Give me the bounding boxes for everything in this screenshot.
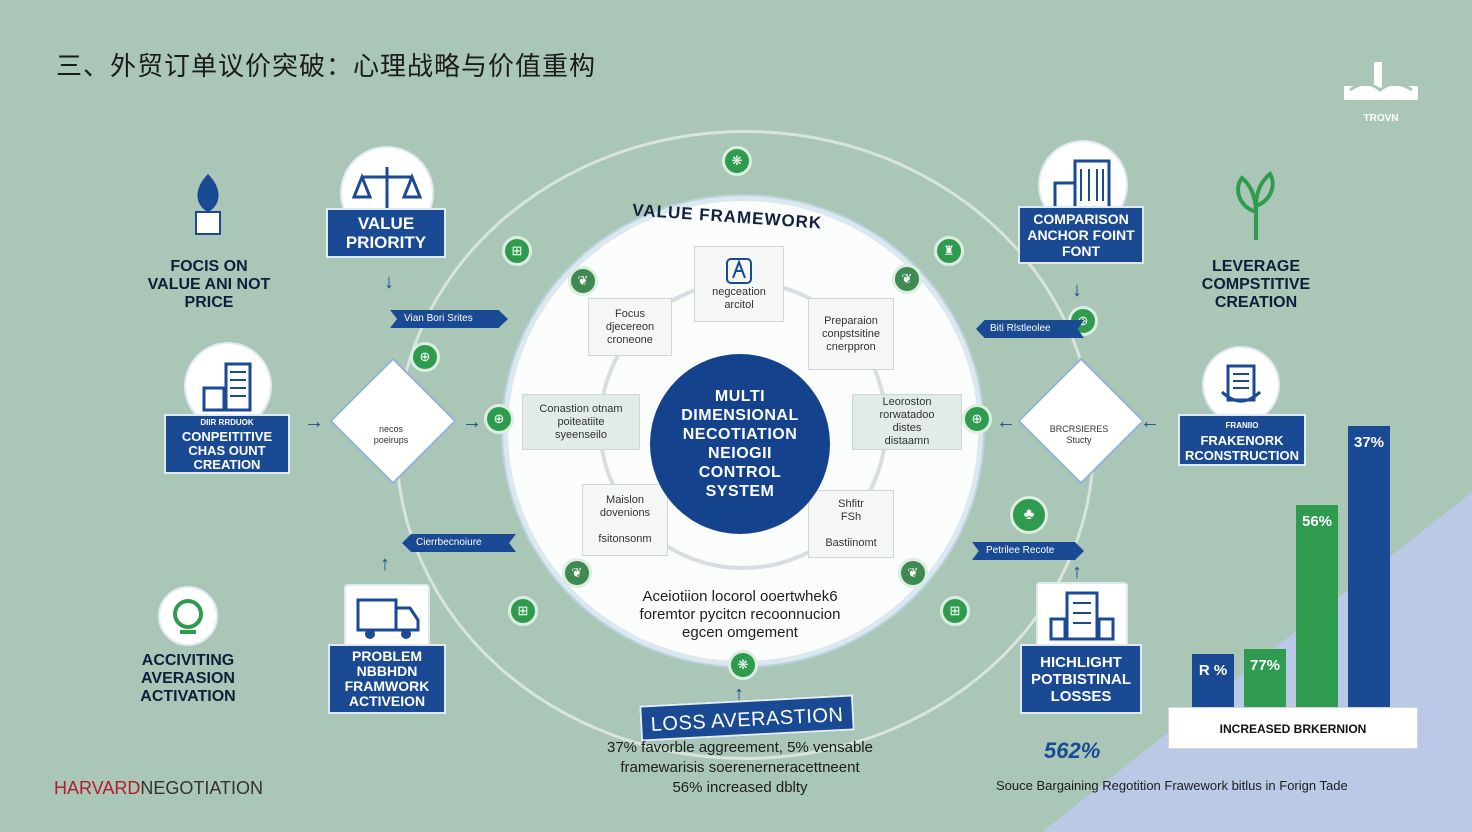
value-tag: Vian Bori Srites (390, 310, 508, 328)
core-system: MULTI DIMENSIONAL NECOTIATION NEIOGII CO… (650, 354, 830, 534)
head-svg (173, 599, 203, 634)
cycle-node-icon: ⊞ (508, 596, 538, 626)
cycle-node-icon: ⊕ (484, 404, 514, 434)
big-stat: 562% (1044, 738, 1101, 763)
framework-reconstruction-box: FRANIIO FRAKENORK RCONSTRUCTION (1178, 414, 1306, 466)
cycle-node-icon: ⊞ (502, 236, 532, 266)
left-arrow-icon: ← (1140, 411, 1160, 433)
plant-icon (184, 168, 232, 238)
leaf-icon: ❦ (568, 266, 598, 296)
bar-label-1: 77% (1249, 657, 1281, 675)
building-svg (202, 362, 252, 412)
right-arrow-icon: → (304, 411, 324, 433)
competitive-small-label: DIIR RRDUOK (200, 418, 254, 427)
handshake-logo: TROVN (1336, 60, 1426, 126)
inner-card-maislon: Maislon dovenions fsitonsonm (582, 484, 668, 556)
bar-label-2: 56% (1301, 513, 1333, 531)
bar-1 (1244, 649, 1286, 707)
leaf-icon: ❦ (892, 264, 922, 294)
inner-card-negotiation: negceation arcitol (694, 246, 784, 322)
inner-card-preparation: Preparaion conpstsitine cnerppron (808, 298, 894, 370)
value-priority-box: VALUE PRIORITY (326, 208, 446, 258)
circle-caption: Aceiotiion locorol ooertwhek6 foremtor p… (639, 588, 841, 641)
diamond-label-right: BRCRSIERES Stucty (1049, 424, 1109, 445)
bar-0 (1192, 654, 1234, 707)
activating-aversion-label: ACCIVITING AVERASION ACTIVATION (140, 652, 236, 705)
head-mind-icon (158, 586, 218, 646)
compass-icon (726, 258, 752, 284)
plant-svg (195, 174, 221, 235)
bar-label-3: 37% (1353, 433, 1385, 451)
cycle-node-icon: ⊕ (962, 404, 992, 434)
factory-svg (1049, 591, 1115, 641)
bar-2 (1296, 505, 1338, 707)
brand-rest: NEGOTIATION (140, 778, 264, 798)
right-lower-tag: Petrilee Recote (972, 542, 1084, 560)
inner-card-focus: Focus djecereon croneone (588, 298, 672, 356)
leverage-competitive-label: LEVERAGE COMPSTITIVE CREATION (1201, 258, 1311, 311)
diamond-label-left: necos poeirups (373, 424, 409, 445)
page-title: 三、外贸订单议价突破：心理战略与价值重构 (56, 51, 597, 81)
scale-svg (352, 167, 422, 215)
left-arrow-icon: ← (996, 411, 1016, 433)
bottom-stats: 37% favorble aggreement, 5% vensable fra… (606, 739, 873, 796)
office-svg (1053, 159, 1111, 211)
problem-framework-box: PROBLEM NBBHDN FRAMWORK ACTIVEION (328, 644, 446, 714)
document-icon (1202, 346, 1280, 424)
comparison-anchor-box: COMPARISON ANCHOR FOINT FONT (1018, 206, 1144, 264)
bar-3 (1348, 425, 1390, 707)
plant-growth-icon (1228, 166, 1284, 242)
document-svg (1220, 364, 1262, 403)
factory-icon (1036, 582, 1128, 652)
left-lower-tag: Cierrbecnoiure (402, 534, 516, 552)
truck-svg (356, 598, 420, 639)
cycle-node-icon: ♜ (934, 236, 964, 266)
inner-card-leoroston: Leoroston rorwatadoo distes distaamn (852, 394, 962, 450)
cycle-node-icon: ❋ (722, 146, 752, 176)
plant-growth-svg (1236, 171, 1275, 240)
up-arrow-icon: ↑ (1072, 561, 1082, 583)
competitive-creation-box: DIIR RRDUOK CONPEITITIVE CHAS OUNT CREAT… (164, 414, 290, 474)
competitive-creation-label: CONPEITITIVE CHAS OUNT CREATION (181, 429, 273, 472)
bar-label-0: R % (1198, 662, 1228, 680)
framework-reconstruction-label: FRAKENORK RCONSTRUCTION (1184, 432, 1300, 463)
logo-text: TROVN (1363, 113, 1399, 124)
inner-card-label: negceation arcitol (712, 286, 766, 311)
leaf-icon: ❦ (898, 558, 928, 588)
up-arrow-icon: ↑ (380, 553, 390, 575)
source-note: Souce Bargaining Regotition Frawework bi… (996, 778, 1348, 793)
brand-red: HARVARD (54, 778, 141, 798)
right-arrow-icon: → (462, 411, 482, 433)
chart-label-box: INCREASED BRKERNION (1168, 707, 1418, 749)
inner-card-conastion: Conastion otnam poiteatiite syeenseilo (522, 394, 640, 450)
highlight-losses-box: HICHLIGHT POTBISTINAL LOSSES (1020, 644, 1142, 714)
up-arrow-icon: ↑ (734, 683, 744, 705)
down-arrow-icon: ↓ (1072, 279, 1082, 301)
down-arrow-icon: ↓ (384, 271, 394, 293)
framework-small-label: FRANIIO (1225, 420, 1259, 430)
cycle-node-icon: ⊞ (940, 596, 970, 626)
handshake-icon (1344, 62, 1418, 100)
leaf-icon: ❦ (562, 558, 592, 588)
cycle-node-icon: ⊕ (410, 342, 440, 372)
focus-value-label: FOCIS ON VALUE ANI NOT PRICE (147, 258, 271, 311)
harvard-negotiation-brand: HARVARDNEGOTIATION (54, 778, 263, 799)
apple-icon: ♣ (1010, 496, 1048, 534)
inner-card-shfitr: Shfitr FSh Bastiinomt (808, 490, 894, 558)
cycle-node-icon: ❋ (728, 650, 758, 680)
truck-icon (344, 584, 430, 650)
right-upper-tag: Biti Rlstleolee (976, 320, 1084, 338)
core-system-label: MULTI DIMENSIONAL NECOTIATION NEIOGII CO… (681, 388, 799, 500)
